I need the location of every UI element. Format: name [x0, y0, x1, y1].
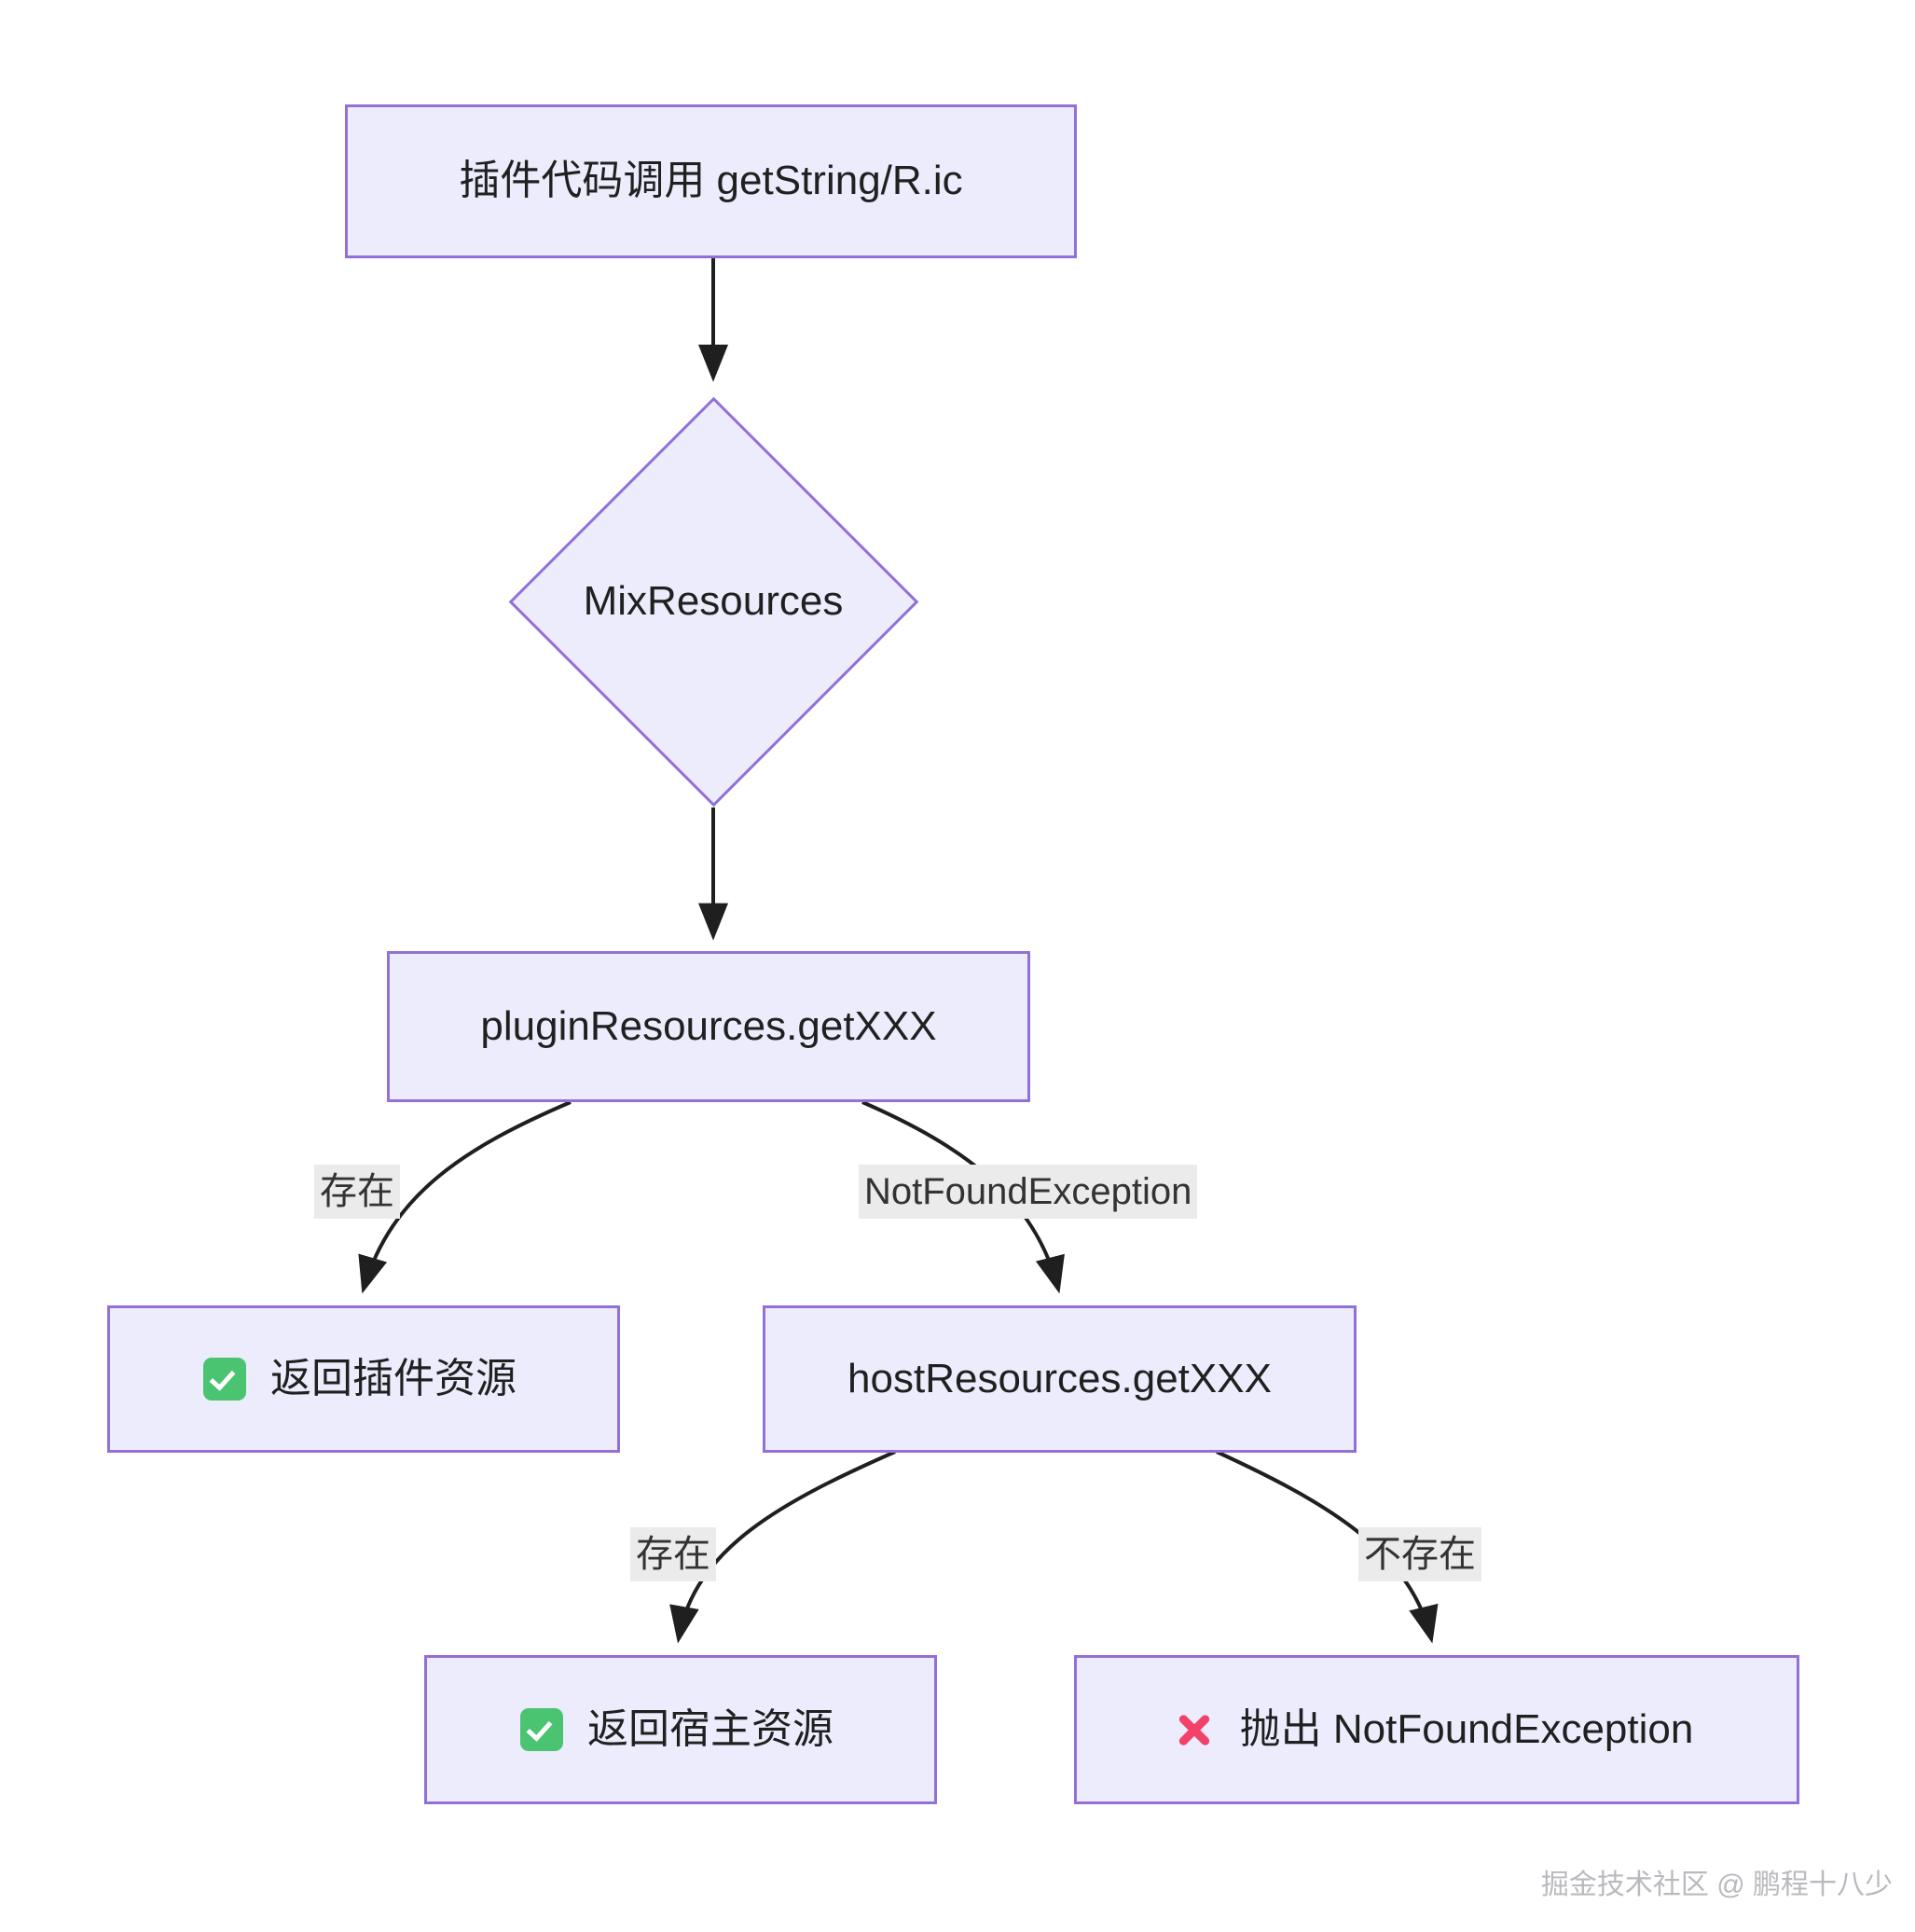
watermark: 掘金技术社区 @ 鹏程十八少 [1540, 1870, 1893, 1900]
edge-label-plugin-notfound: NotFoundException [859, 1165, 1198, 1219]
edge-label-plugin-exists: 存在 [314, 1165, 400, 1219]
node-return-host-label: 返回宿主资源 [587, 1705, 834, 1752]
green-check-icon [520, 1708, 563, 1751]
node-return-host[interactable]: 返回宿主资源 [424, 1655, 937, 1804]
node-host-get-label: hostResources.getXXX [847, 1355, 1272, 1401]
edge-label-host-not-exists: 不存在 [1358, 1527, 1481, 1581]
node-entry[interactable]: 插件代码调用 getString/R.ic [345, 104, 1077, 258]
node-return-plugin-label: 返回插件资源 [270, 1355, 517, 1401]
red-cross-icon [1173, 1708, 1216, 1751]
node-host-get[interactable]: hostResources.getXXX [763, 1305, 1357, 1453]
node-return-plugin[interactable]: 返回插件资源 [107, 1305, 620, 1453]
node-throw-exception-label: 抛出 NotFoundException [1239, 1705, 1694, 1752]
edge-label-host-exists: 存在 [630, 1527, 716, 1581]
node-throw-exception[interactable]: 抛出 NotFoundException [1074, 1655, 1799, 1804]
node-plugin-get-label: pluginResources.getXXX [480, 1002, 937, 1049]
green-check-icon [203, 1358, 246, 1401]
node-mixresources[interactable]: MixResources [508, 396, 918, 807]
node-entry-label: 插件代码调用 getString/R.ic [459, 158, 963, 204]
node-mixresources-label: MixResources [583, 578, 844, 624]
node-plugin-get[interactable]: pluginResources.getXXX [387, 951, 1030, 1102]
